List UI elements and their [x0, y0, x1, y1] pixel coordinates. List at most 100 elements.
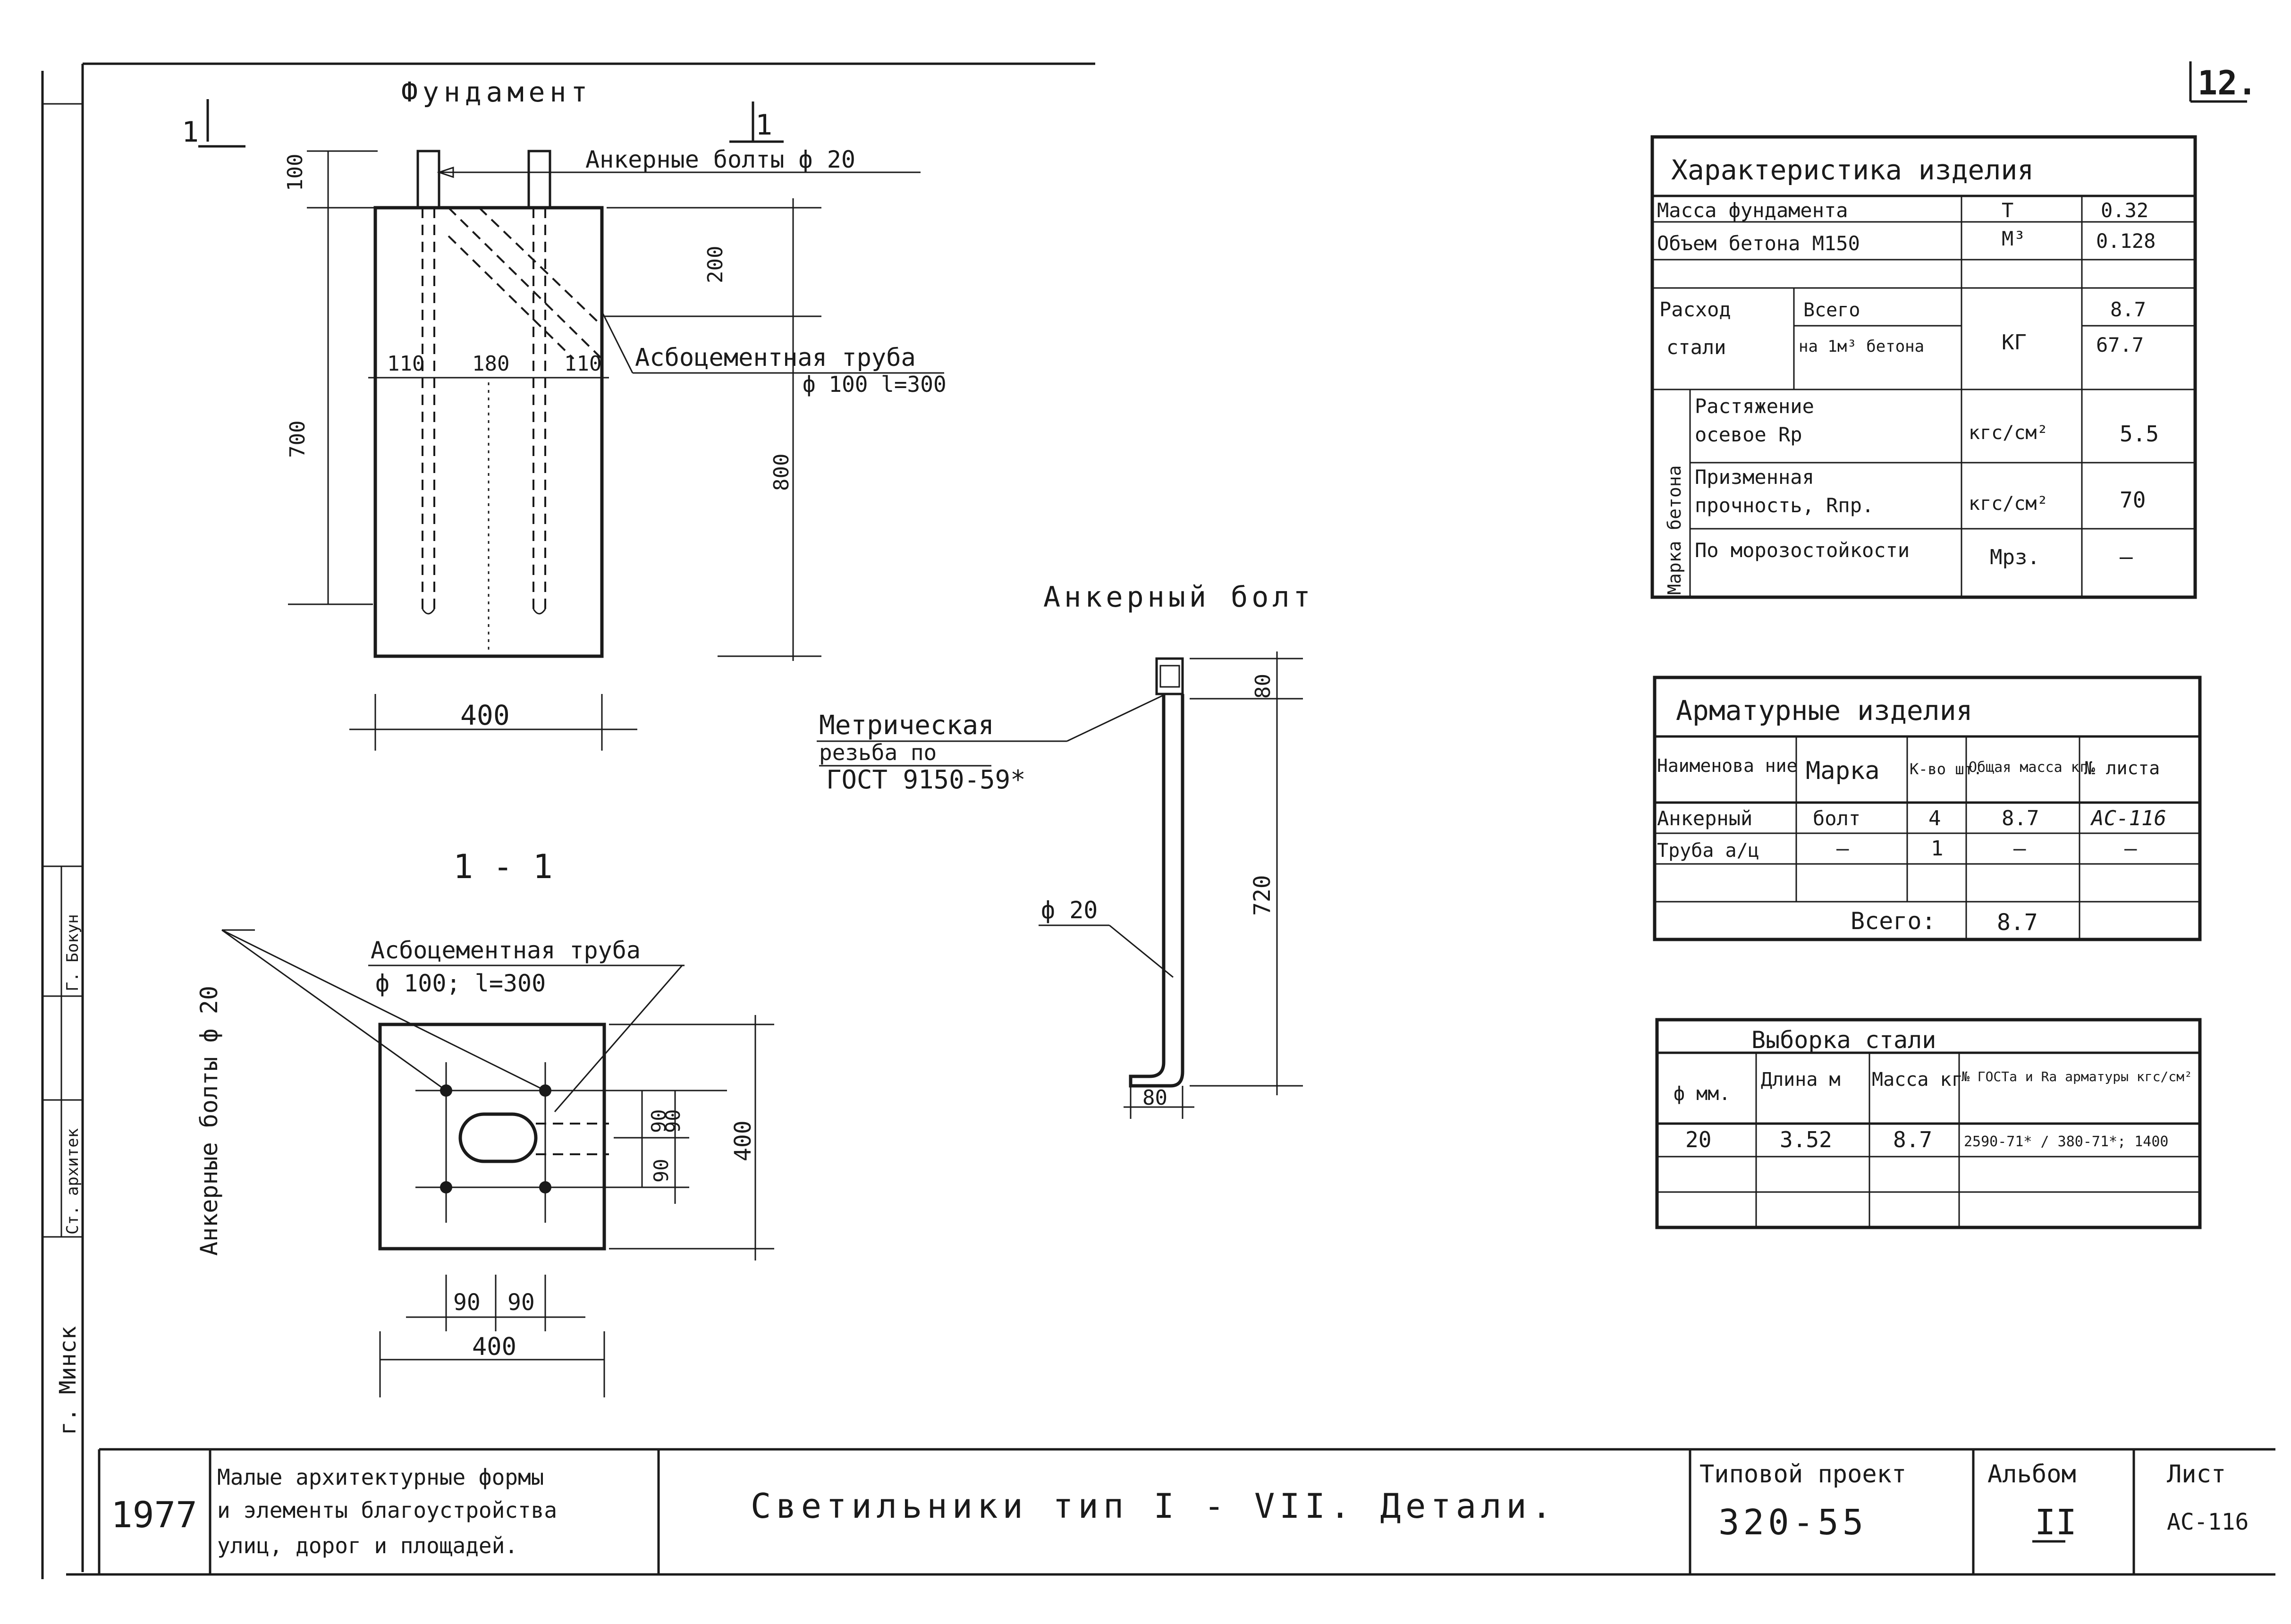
dim-180: 180 — [472, 352, 509, 376]
dim-400-section-v: 400 — [730, 1120, 756, 1161]
rebar-header-count: К-во шт. — [1910, 760, 1982, 778]
steel-header-length: Длина м — [1761, 1069, 1841, 1091]
section-bolts-label: Анкерные болты ф 20 — [195, 986, 223, 1256]
char-row-concrete-name: Объем бетона М150 — [1657, 232, 1860, 255]
title-project-number: 320-55 — [1718, 1502, 1867, 1543]
foundation-title: Фундамент — [401, 76, 592, 108]
char-row-mass-value: 0.32 — [2101, 199, 2148, 222]
rebar-total-value: 8.7 — [1997, 909, 2038, 936]
corner-sheet-number: 12. — [2198, 64, 2257, 102]
asbestos-pipe-label: Асбоцементная труба — [635, 344, 916, 372]
steel-val-2: 67.7 — [2096, 333, 2144, 356]
steel-sub-2: на 1м³ бетона — [1799, 337, 1924, 356]
section-plan — [378, 1023, 606, 1251]
steel-row-mass: 8.7 — [1893, 1127, 1932, 1152]
concrete-row-3-name1: По морозостойкости — [1695, 539, 1910, 562]
dim-90-e: 90 — [507, 1289, 535, 1316]
title-album-number: II — [2035, 1502, 2077, 1543]
concrete-row-3-unit: Мрз. — [1990, 545, 2040, 569]
section-mark-left: 1 — [182, 116, 199, 149]
thread-label-3: ГОСТ 9150-59* — [826, 765, 1026, 795]
steel-unit: КГ — [2002, 330, 2027, 355]
stamp-city: г. Минск — [55, 1326, 81, 1435]
dim-700: 700 — [286, 421, 310, 458]
rebar-row-2-count: 1 — [1931, 837, 1944, 861]
dim-800: 800 — [769, 454, 794, 491]
thread-label-1: Метрическая — [819, 710, 994, 741]
steel-header-mass: Масса кг — [1872, 1069, 1963, 1091]
bolt-nut — [1155, 657, 1184, 695]
title-block: 1977 Малые архитектурные формы и элемент… — [111, 1449, 2249, 1574]
rebar-row-2-name: Труба а/ц — [1657, 840, 1759, 862]
anchor-bolt-top-2 — [527, 150, 551, 209]
rebar-row-2-mass: — — [2013, 837, 2026, 861]
asbestos-pipe-size: ф 100 l=300 — [803, 372, 947, 397]
steel-val-1: 8.7 — [2110, 298, 2146, 321]
steel-header-gost: № ГОСТа и Ra арматуры кгс/см² — [1961, 1069, 2192, 1084]
anchor-bolts-label: Анкерные болты ф 20 — [585, 146, 855, 173]
title-series-2: и элементы благоустройства — [217, 1497, 557, 1523]
concrete-row-3-value: — — [2120, 544, 2133, 569]
rebar-total-label: Всего: — [1851, 907, 1936, 935]
concrete-row-2-value: 70 — [2120, 487, 2146, 513]
section-pipe-label: Асбоцементная труба — [371, 937, 641, 964]
rebar-header-sheet: № листа — [2084, 758, 2160, 778]
foundation-body — [373, 206, 604, 658]
concrete-row-1-name1: Растяжение — [1695, 395, 1814, 418]
bolt-dim-80-top: 80 — [1251, 674, 1275, 699]
char-row-mass-name: Масса фундамента — [1657, 199, 1848, 222]
title-series-1: Малые архитектурные формы — [217, 1464, 544, 1490]
pipe-hatch-1 — [448, 207, 603, 360]
rebar-row-1-count: 4 — [1928, 806, 1941, 830]
anchor-bolt-top-1 — [416, 150, 440, 209]
pipe-oval — [458, 1112, 538, 1163]
title-year: 1977 — [111, 1494, 197, 1536]
dim-400-elevation: 400 — [460, 699, 510, 731]
sheet-frame — [41, 62, 2275, 1579]
dim-200: 200 — [703, 246, 727, 283]
concrete-row-2-name1: Призменная — [1695, 465, 1814, 489]
rebar-header-name: Наименова ние — [1657, 755, 1797, 776]
bolt-dim-80-bottom: 80 — [1142, 1086, 1167, 1110]
dim-110-right: 110 — [564, 352, 601, 376]
char-row-concrete-value: 0.128 — [2096, 229, 2156, 253]
bolt-shank — [1129, 694, 1184, 1088]
char-table-title: Характеристика изделия — [1671, 154, 2034, 186]
title-series-3: улиц, дорог и площадей. — [217, 1533, 518, 1558]
bolt-title: Анкерный болт — [1043, 581, 1314, 614]
steel-label-2: стали — [1666, 336, 1726, 359]
dim-110-left: 110 — [387, 352, 424, 376]
concrete-row-1-unit: кгс/см² — [1969, 422, 2048, 444]
section-mark-right: 1 — [755, 109, 772, 142]
title-main: Светильники тип I - VII. Детали. — [751, 1486, 1556, 1526]
char-row-mass-unit: Т — [2002, 199, 2013, 222]
steel-label-1: Расход — [1659, 298, 1731, 321]
steel-table-title: Выборка стали — [1751, 1026, 1936, 1054]
anchor-bolt-detail: Анкерный болт Метрическая резьба по ГОСТ… — [817, 581, 1314, 1119]
rebar-row-2-sheet: — — [2124, 837, 2137, 861]
pipe-hatch-2 — [478, 207, 603, 327]
stamp-role: Ст. архитек — [63, 1128, 82, 1235]
dim-400-section-h: 400 — [472, 1333, 516, 1361]
characteristics-table: Характеристика изделия Масса фундамента … — [1650, 135, 2197, 599]
section-title: 1 - 1 — [453, 847, 553, 886]
steel-table: Выборка стали ф мм. Длина м Масса кг № Г… — [1655, 1018, 2202, 1229]
rebar-row-1-mass: 8.7 — [2002, 806, 2039, 830]
dim-90-b: 90 — [661, 1109, 685, 1133]
char-row-concrete-unit: М³ — [2002, 227, 2026, 250]
rebar-header-mark: Марка — [1806, 757, 1880, 785]
bolt-dim-720: 720 — [1249, 875, 1276, 916]
concrete-row-2-unit: кгс/см² — [1969, 493, 2048, 515]
side-stamp: г. Минск Ст. архитек Г. Бокун — [42, 865, 83, 1435]
title-project-label: Типовой проект — [1699, 1460, 1906, 1489]
steel-header-diam: ф мм. — [1674, 1083, 1730, 1105]
steel-row-gost: 2590-71* / 380-71*; 1400 — [1964, 1133, 2168, 1150]
title-album-label: Альбом — [1987, 1460, 2076, 1489]
rebar-row-1-name: Анкерный — [1657, 807, 1752, 830]
section-pipe-size: ф 100; l=300 — [375, 970, 546, 997]
foundation-elevation: Фундамент 1 1 Анкерные болты ф 20 — [182, 76, 947, 751]
steel-row-length: 3.52 — [1780, 1127, 1832, 1152]
rebar-row-1-mark: болт — [1813, 807, 1860, 830]
bolt-diameter: ф 20 — [1041, 897, 1098, 924]
concrete-row-2-name2: прочность, Rпр. — [1695, 494, 1874, 517]
